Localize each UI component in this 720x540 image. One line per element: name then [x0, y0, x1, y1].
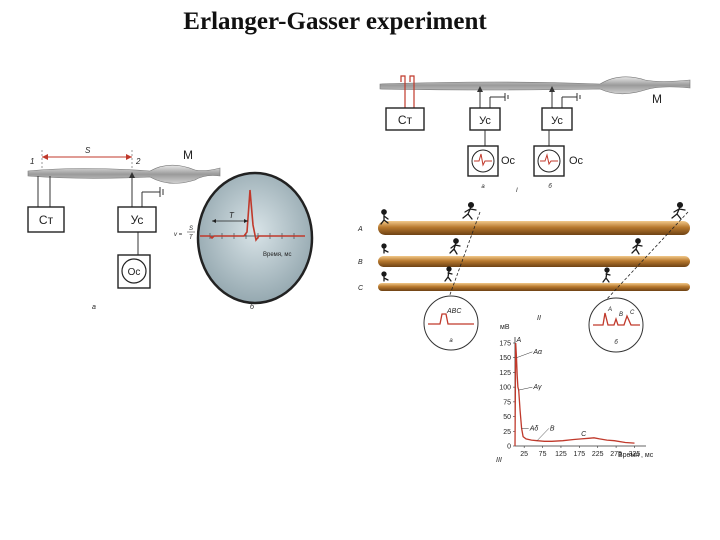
chart-y-tick-label: 75 — [503, 399, 511, 406]
scope-b-label-a: A — [607, 307, 612, 313]
stimulator-label-top: Ст — [398, 113, 413, 127]
nerve-left — [27, 164, 221, 184]
chart-x-tick-label: 325 — [629, 451, 641, 458]
roman-iii: III — [496, 457, 502, 464]
caption-roman-i: I — [516, 188, 518, 194]
caption-a-top: а — [481, 184, 485, 190]
chart-x-tick-label: 25 — [520, 451, 528, 458]
label-1: 1 — [30, 157, 34, 166]
fiber-c — [378, 283, 690, 291]
formula-v: v = — [174, 232, 183, 238]
fiber-label-a: A — [357, 226, 363, 233]
axis-time-label: Время, мс — [263, 252, 292, 258]
runner-icon — [381, 243, 389, 254]
chart-y-tick-label: 125 — [499, 370, 511, 377]
runner-icon — [462, 201, 477, 220]
oscilloscope-label-top-1: Ос — [501, 155, 516, 167]
label-2: 2 — [135, 157, 141, 166]
annotation-b: B — [550, 425, 555, 432]
annotation-leader — [516, 351, 533, 358]
scope-b-caption: б — [614, 340, 618, 346]
chart-x-tick-label: 75 — [539, 451, 547, 458]
fiber-b — [378, 256, 690, 267]
scope-b: A B C б — [588, 297, 644, 353]
runner-icon — [444, 266, 453, 282]
caption-b-left: б — [250, 303, 255, 311]
chart-x-tick-label: 175 — [573, 451, 585, 458]
action-potential-trace — [200, 189, 305, 242]
annotation-a-alpha: Aα — [532, 349, 543, 356]
scope-b-label-c: C — [630, 310, 635, 316]
fiber-race: A B C — [357, 201, 690, 301]
chart-x-tick-label: 125 — [555, 451, 567, 458]
label-m-left: M — [183, 148, 193, 162]
chart-xlabel: Время , мс — [618, 452, 654, 459]
caption-a-left: а — [92, 304, 96, 311]
scope-a: ABC а — [423, 295, 479, 351]
runner-icons — [380, 201, 686, 283]
chart-y-tick-label: 50 — [503, 414, 511, 421]
formula-denominator: T — [189, 235, 194, 241]
runner-icon — [449, 238, 461, 255]
stimulator-label-left: Ст — [39, 213, 54, 227]
chart-y-tick-label: 25 — [503, 429, 511, 436]
oscilloscope-label-top-2: Ос — [569, 155, 584, 167]
runner-icon — [381, 271, 389, 282]
scope-a-caption: а — [449, 338, 453, 344]
runner-icon — [631, 238, 643, 255]
runner-icon — [671, 201, 686, 220]
label-t: T — [229, 211, 235, 220]
annotation-a-delta: Aδ — [529, 425, 539, 432]
annotation-a-gamma: Aγ — [532, 384, 542, 391]
caption-b-top: б — [548, 184, 552, 190]
chart-ylabel: мВ — [500, 324, 510, 331]
annotation-c: C — [581, 431, 587, 438]
annotation-leader — [536, 428, 550, 441]
oscilloscope-label-left: Ос — [128, 267, 141, 278]
roman-ii: II — [537, 315, 541, 322]
amplifier-box-top-2 — [541, 107, 573, 131]
chart-y-tick-label: 150 — [499, 355, 511, 362]
annotation-a: A — [515, 337, 521, 344]
amplifier-label-top-2: Ус — [551, 115, 563, 127]
amplifier-label-left: Ус — [131, 213, 144, 227]
runner-icon — [380, 209, 389, 225]
left-setup: 1 S 2 M Ст Ус Ос а T — [27, 146, 314, 311]
chart-y-tick-label: 0 — [507, 444, 511, 451]
amplifier-label-top-1: Ус — [479, 115, 491, 127]
nerve-top — [379, 76, 691, 95]
label-s: S — [85, 146, 91, 155]
stimulator-box-top — [385, 107, 425, 131]
fiber-label-c: C — [358, 285, 364, 292]
stimulator-box-left — [27, 206, 65, 233]
label-m-top: M — [652, 92, 662, 106]
chart-y-tick-label: 175 — [499, 341, 511, 348]
chart-y-tick-label: 100 — [499, 385, 511, 392]
compound-action-potential-chart: мВ Время , мс III 0 25 50 75 100 125 150 175 25 7… — [496, 324, 654, 464]
annotation-leader — [518, 386, 533, 391]
formula-numerator: S — [189, 226, 193, 232]
fiber-a — [378, 221, 690, 235]
scope-b-label-b: B — [619, 312, 623, 318]
chart-series-line — [514, 342, 635, 447]
amplifier-box-left — [117, 206, 157, 233]
fiber-label-b: B — [358, 259, 363, 266]
top-right-setup: M Ст Ус Ос а Ус Ос б I — [379, 75, 691, 194]
chart-x-tick-label: 275 — [610, 451, 622, 458]
runner-icon — [602, 267, 611, 283]
chart-x-tick-label: 225 — [592, 451, 604, 458]
scope-a-label: ABC — [446, 308, 462, 315]
page-title: Erlanger-Gasser experiment — [183, 8, 487, 35]
